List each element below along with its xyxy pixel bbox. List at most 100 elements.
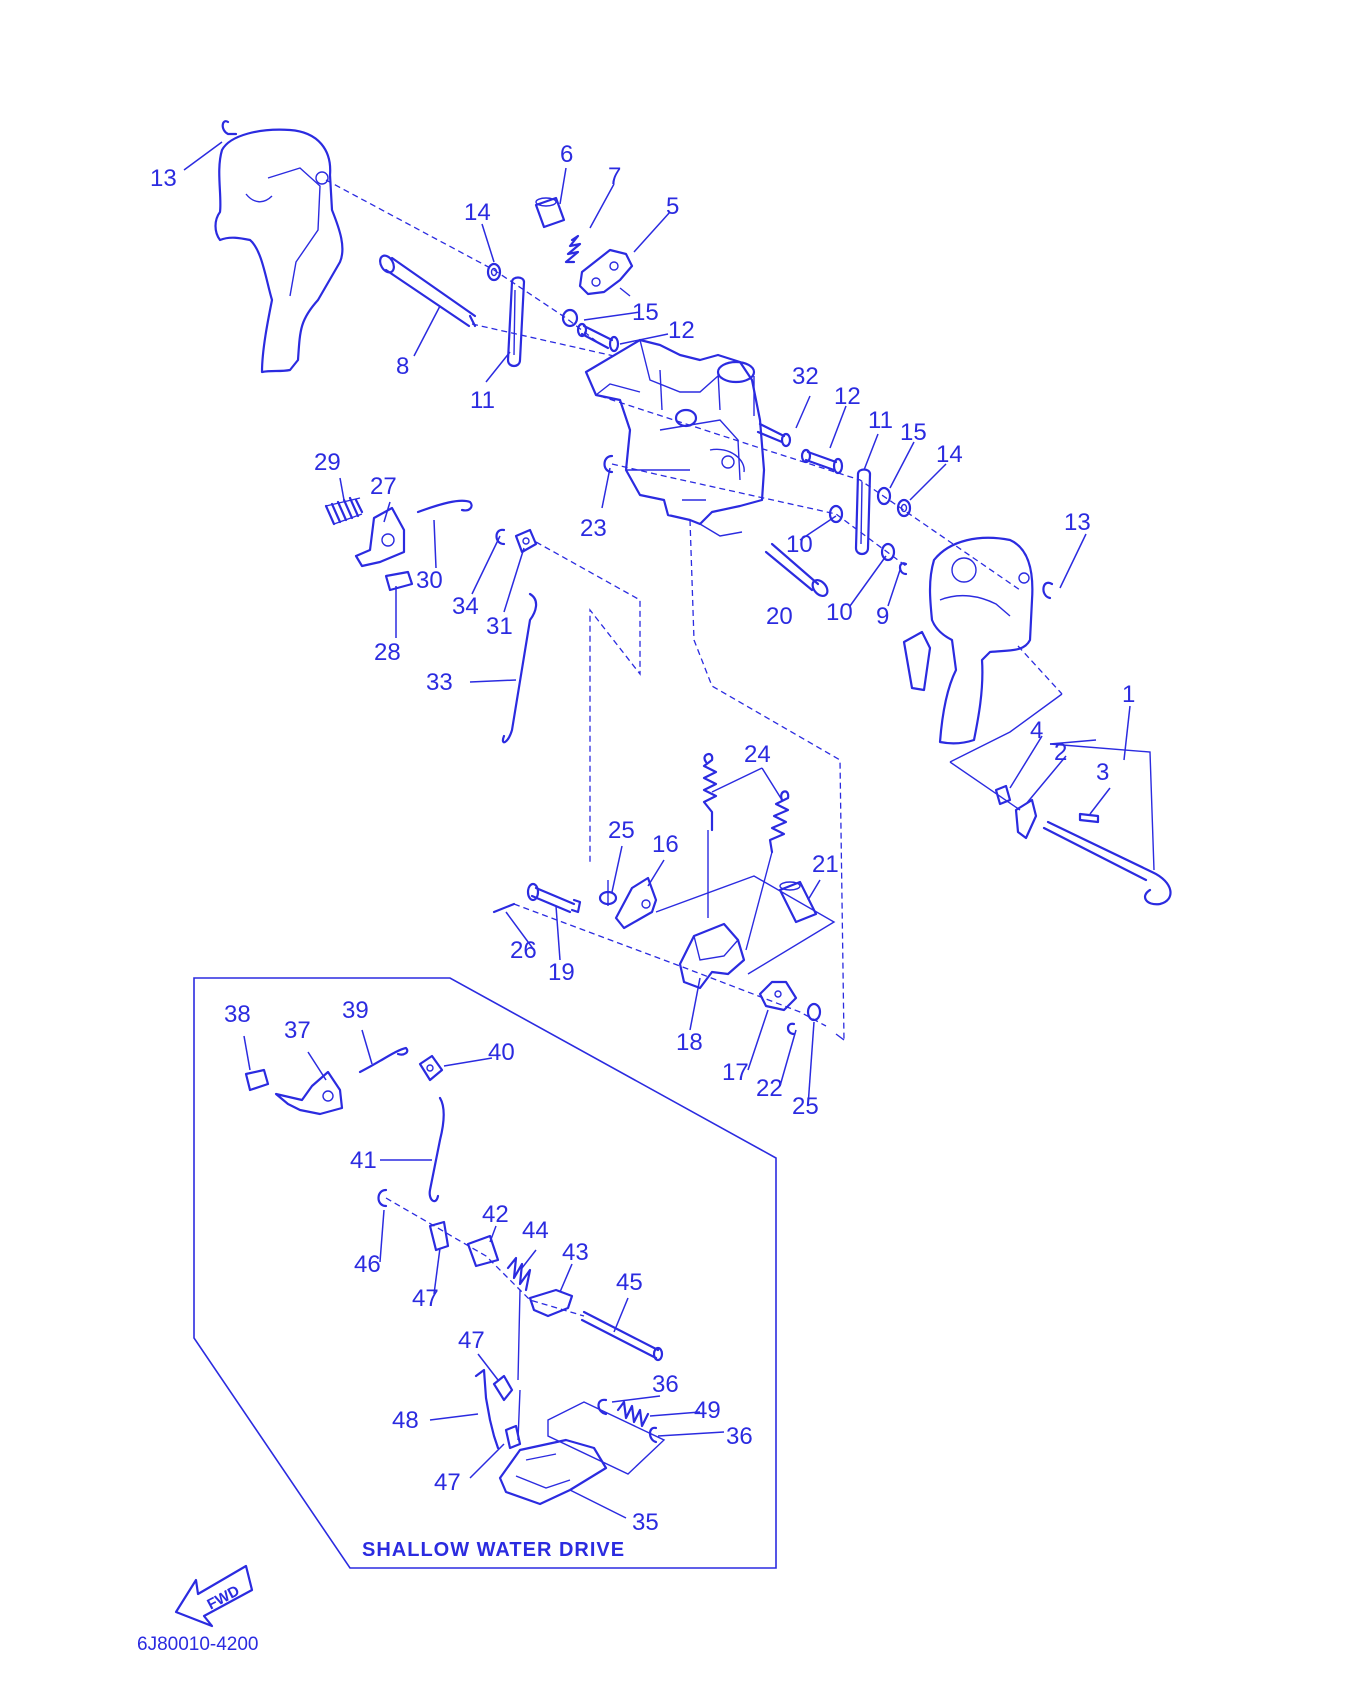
callout-42: 42 [482,1201,509,1228]
callout-34: 34 [452,593,479,620]
pin-26 [492,902,516,914]
callout-15b: 15 [900,419,927,446]
cam-plate-5 [578,248,634,297]
inset-frame [193,977,777,1569]
assembly-lines-middle [513,830,845,1041]
block-38 [244,1068,270,1092]
lever-16 [614,876,658,930]
lever-47-middle [492,1374,514,1402]
callout-15: 15 [632,299,659,326]
callout-40: 40 [488,1039,515,1066]
callout-3: 3 [1096,759,1109,786]
callout-numbers: 13 6 7 5 14 15 12 8 11 32 12 11 15 14 13… [150,141,1135,1536]
callout-11: 11 [470,387,495,414]
callout-30: 30 [416,567,443,594]
callout-12b: 12 [834,383,861,410]
callout-46: 46 [354,1251,381,1278]
callout-2: 2 [1054,739,1067,766]
spacer-15-right [876,486,892,506]
callout-43: 43 [562,1239,589,1266]
link-40 [418,1054,444,1082]
clip-36-left [597,1398,608,1416]
callout-48: 48 [392,1407,419,1434]
lever-47-lower [504,1424,522,1450]
right-clamp-bracket [902,536,1054,745]
callout-10a: 10 [786,531,813,558]
callout-10b: 10 [826,599,853,626]
collar-6 [534,196,566,229]
link-31 [514,528,538,554]
callout-13: 13 [150,165,177,192]
lever-47-upper [428,1220,450,1252]
clip-34 [495,528,506,546]
callout-16: 16 [652,831,679,858]
left-clamp-bracket [214,120,344,374]
callout-1: 1 [1122,681,1135,708]
inset-title: SHALLOW WATER DRIVE [362,1539,625,1561]
washer-10-lower [880,542,896,562]
callout-25a: 25 [608,817,635,844]
callout-28: 28 [374,639,401,666]
callout-14: 14 [464,199,491,226]
washer-10-upper [828,504,844,524]
callout-12: 12 [668,317,695,344]
spring-wire-30 [416,499,473,514]
pin-3 [1078,812,1100,824]
shaft-bolt [379,254,477,328]
callout-23: 23 [580,515,607,542]
callout-45: 45 [616,1269,643,1296]
lever-27 [354,506,406,568]
callout-6: 6 [560,141,573,168]
bolt-32 [756,422,792,448]
rod-41 [428,1096,445,1203]
callout-8: 8 [396,353,409,380]
rod-48 [474,1368,500,1450]
bolt-20 [764,542,829,597]
callout-13b: 13 [1064,509,1091,536]
callout-44: 44 [522,1217,549,1244]
pin-12-right [800,448,844,475]
callout-26: 26 [510,937,537,964]
assembly-lines-inset [385,1197,666,1475]
callout-24: 24 [744,741,771,768]
collar-21 [778,880,818,924]
yoke-18 [678,922,746,990]
clip-23 [603,454,614,474]
callout-20: 20 [766,603,793,630]
collar-42 [466,1234,500,1268]
rod-33 [501,592,538,744]
callout-22: 22 [756,1075,783,1102]
plate-35 [498,1438,608,1506]
callout-47a: 47 [412,1285,439,1312]
spring-44 [506,1256,532,1292]
shaft-45 [580,1310,664,1362]
lever-17 [758,980,798,1012]
shaft-19 [526,882,582,914]
plug-4 [994,784,1012,806]
tilt-rod-1 [1042,820,1172,906]
callout-9: 9 [876,603,889,630]
callout-31: 31 [486,613,513,640]
callout-33: 33 [426,669,453,696]
figure-code: 6J80010-4200 [137,1634,259,1655]
callout-32: 32 [792,363,819,390]
callout-19: 19 [548,959,575,986]
callout-25b: 25 [792,1093,819,1120]
callout-18: 18 [676,1029,703,1056]
springs-24 [702,753,790,854]
spacer-15-left [561,308,579,328]
callout-17: 17 [722,1059,749,1086]
callout-36b: 36 [726,1423,753,1450]
callout-leaders [183,141,1131,1519]
callout-37: 37 [284,1017,311,1044]
callout-7: 7 [608,163,621,190]
lever-43 [528,1288,574,1318]
callout-4: 4 [1030,717,1043,744]
link-plate-right [854,468,872,556]
callout-27: 27 [370,473,397,500]
clip-22 [786,1022,796,1036]
grip-2 [1014,798,1038,840]
spring-7 [564,234,582,264]
callout-36a: 36 [652,1371,679,1398]
forward-direction-arrow: FWD [174,1564,254,1628]
